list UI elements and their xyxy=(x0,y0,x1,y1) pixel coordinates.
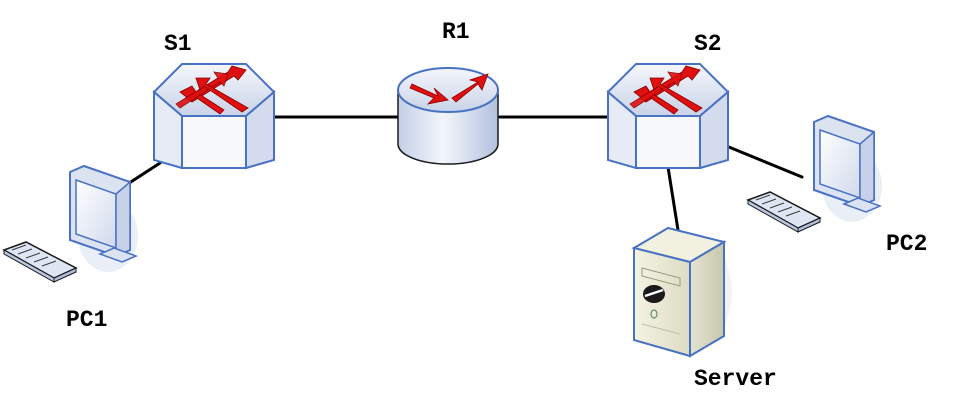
switch-s2[interactable] xyxy=(607,63,729,169)
workstation-icon xyxy=(747,115,883,233)
link-s2-pc2 xyxy=(722,143,804,179)
network-links xyxy=(118,115,804,232)
label-server: Server xyxy=(694,366,777,392)
switch-s1[interactable] xyxy=(153,63,275,169)
workstation-pc2[interactable] xyxy=(747,115,883,233)
label-pc2: PC2 xyxy=(886,231,928,257)
label-r1: R1 xyxy=(442,19,470,45)
server-node[interactable] xyxy=(632,226,734,358)
link-s2-server xyxy=(666,165,680,232)
router-r1[interactable] xyxy=(397,67,499,165)
server-tower-icon xyxy=(632,226,734,358)
label-s2: S2 xyxy=(694,31,722,57)
label-s1: S1 xyxy=(164,31,192,57)
switch-icon xyxy=(607,63,729,169)
router-icon xyxy=(397,67,499,165)
workstation-pc1[interactable] xyxy=(3,165,139,283)
label-pc1: PC1 xyxy=(66,307,108,333)
switch-icon xyxy=(153,63,275,169)
workstation-icon xyxy=(3,165,139,283)
